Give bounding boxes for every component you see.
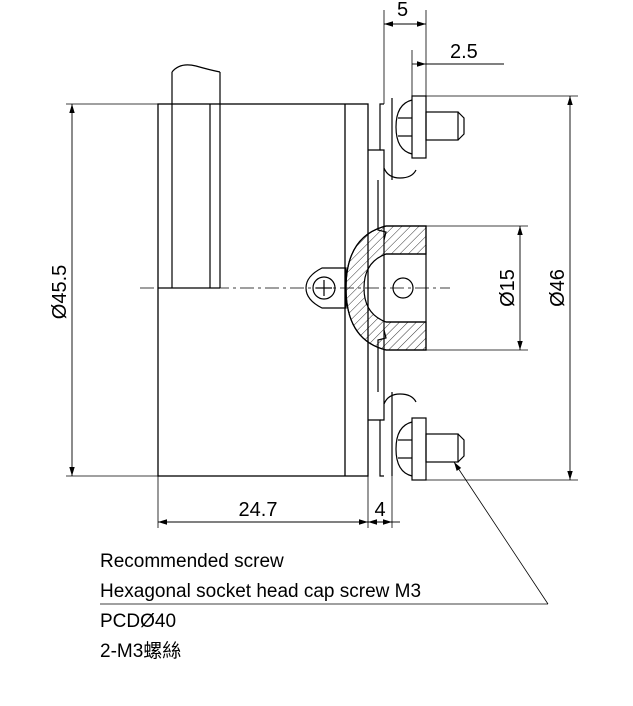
dim-flange-diameter: Ø46 <box>547 269 569 307</box>
dim-body-diameter: Ø45.5 <box>49 265 71 319</box>
note-pcd: PCDØ40 <box>100 611 177 632</box>
leader-line <box>100 461 549 605</box>
note-screw-count: 2-M3螺絲 <box>100 641 182 662</box>
encoder-body <box>157 103 369 477</box>
dim-flange-length: 4 <box>374 499 385 521</box>
top-screw <box>395 95 465 159</box>
dim-top-offset: 2.5 <box>450 41 478 63</box>
shaft <box>171 64 221 288</box>
mounting-flange <box>368 98 417 477</box>
bottom-screw <box>395 417 465 481</box>
extension-lines <box>66 10 578 528</box>
dim-body-length: 24.7 <box>239 499 278 521</box>
note-recommended-screw: Recommended screw <box>100 551 284 572</box>
dim-bore-diameter: Ø15 <box>497 269 519 307</box>
note-screw-type: Hexagonal socket head cap screw M3 <box>100 581 422 602</box>
dimension-lines <box>69 21 573 525</box>
dim-top-width: 5 <box>397 0 408 21</box>
